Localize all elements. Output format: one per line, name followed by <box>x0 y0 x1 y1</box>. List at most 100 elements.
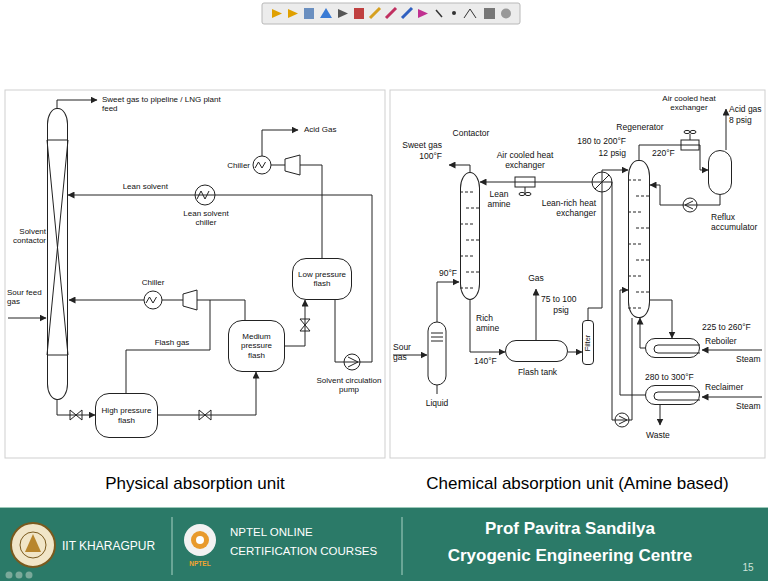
flash-drum: Low pressure flash <box>292 258 352 300</box>
process-piping <box>253 156 271 174</box>
toolbar <box>262 3 520 24</box>
temperature-label: 280 to 300°F <box>645 372 705 382</box>
contactor-column: Contactor <box>460 172 480 300</box>
equipment-label: Solvent circulation pump <box>316 376 382 395</box>
toolbar <box>354 8 364 19</box>
process-piping <box>702 350 762 351</box>
stream-label: Sweet gas <box>396 140 442 150</box>
process-piping <box>525 192 531 195</box>
stream-label: Steam <box>736 401 764 411</box>
diagram-panel <box>390 90 765 458</box>
toolbar <box>464 9 476 18</box>
toolbar <box>272 9 282 18</box>
stream-label: Lean amine <box>484 189 514 209</box>
equipment-label: Lean solvent chiller <box>180 209 232 228</box>
vessel-label: Reflux accumulator <box>711 213 767 233</box>
toolbar <box>370 8 380 18</box>
temperature-label: 225 to 260°F <box>702 322 762 332</box>
flow-line <box>640 318 645 348</box>
stream-label: Acid gas <box>729 104 765 114</box>
flow-line <box>285 300 305 346</box>
stream-label: Sour gas <box>393 342 427 362</box>
course-name: CERTIFICATION COURSES <box>230 545 398 559</box>
temperature-label: 180 to 200°F <box>562 136 626 146</box>
page-number: 15 <box>736 562 760 574</box>
caption: Chemical absorption unit (Amine based) <box>395 474 760 494</box>
reclaimer: Reclaimer <box>645 385 700 405</box>
vessel-label: Solvent contactor <box>5 227 46 245</box>
flow-line <box>639 145 708 170</box>
process-piping <box>69 300 144 301</box>
vessel-label: Regenerator <box>611 123 669 133</box>
department-name: Cryogenic Engineering Centre <box>405 546 735 566</box>
toolbar <box>338 9 348 18</box>
flow-line <box>620 290 645 395</box>
equipment-label: Air cooled heat exchanger <box>488 150 562 170</box>
toolbar <box>262 3 520 24</box>
flow-line <box>588 170 628 320</box>
footer-band <box>191 531 209 549</box>
process-piping <box>654 345 700 353</box>
reboiler: Reboiler <box>645 338 700 358</box>
temperature-label: 90°F <box>439 268 459 278</box>
stream-label: Gas <box>524 273 548 283</box>
footer-band <box>20 532 46 558</box>
footer-band <box>11 523 55 567</box>
vessel-label: Reclaimer <box>705 383 753 393</box>
process-piping <box>162 300 183 301</box>
footer-band <box>0 507 768 581</box>
process-piping <box>690 130 696 133</box>
process-piping <box>183 290 197 310</box>
flow-line <box>650 300 672 338</box>
process-piping <box>428 322 446 385</box>
flash-drum: High pressure flash <box>95 393 158 438</box>
pressure-label: 12 psig <box>562 148 626 158</box>
process-piping <box>525 187 526 193</box>
logo-text: NPTEL <box>183 560 217 568</box>
flow-line <box>480 182 632 420</box>
flow-line <box>568 352 582 353</box>
process-piping <box>300 165 322 258</box>
footer-band <box>172 517 173 575</box>
process-piping <box>449 165 470 172</box>
process-piping <box>47 140 68 355</box>
temperature-label: 100°F <box>396 151 442 161</box>
pressure-label: psig <box>541 305 581 315</box>
vessel-name: Filter <box>584 334 593 351</box>
process-piping <box>437 385 438 394</box>
flow-line <box>57 400 95 415</box>
toolbar <box>436 10 442 17</box>
toolbar <box>418 9 428 18</box>
toolbar <box>484 8 495 19</box>
footer-band <box>25 534 41 552</box>
stream-label: Steam <box>736 354 764 364</box>
process-piping <box>262 130 298 156</box>
footer-band <box>184 524 216 556</box>
stream-label: Lean solvent <box>110 182 168 191</box>
process-piping <box>285 155 300 175</box>
presenter-name: Prof Pavitra Sandilya <box>405 519 735 539</box>
process-piping <box>702 397 762 398</box>
process-piping <box>690 134 691 140</box>
vessel-name: Medium pressure flash <box>229 332 284 360</box>
equipment-label: Chiller <box>136 278 170 287</box>
flow-line <box>68 195 372 362</box>
process-piping <box>726 109 727 150</box>
vessel-label: Flash tank <box>506 368 569 378</box>
equipment-label: Lean-rich heat exchanger <box>526 198 596 218</box>
process-piping <box>144 291 162 309</box>
process-piping <box>8 100 762 427</box>
flash-tank: Flash tank <box>505 340 568 362</box>
vessel-name: High pressure flash <box>96 406 157 424</box>
caption: Physical absorption unit <box>60 474 330 494</box>
vessel-name: Low pressure flash <box>293 270 351 288</box>
footer-band <box>26 572 33 579</box>
institute-name: IIT KHARAGPUR <box>62 539 170 553</box>
vessel-label: Reboiler <box>705 337 749 347</box>
process-piping <box>628 180 650 308</box>
toolbar <box>501 9 511 19</box>
toolbar <box>452 11 456 15</box>
stream-label: Flash gas <box>146 338 198 347</box>
